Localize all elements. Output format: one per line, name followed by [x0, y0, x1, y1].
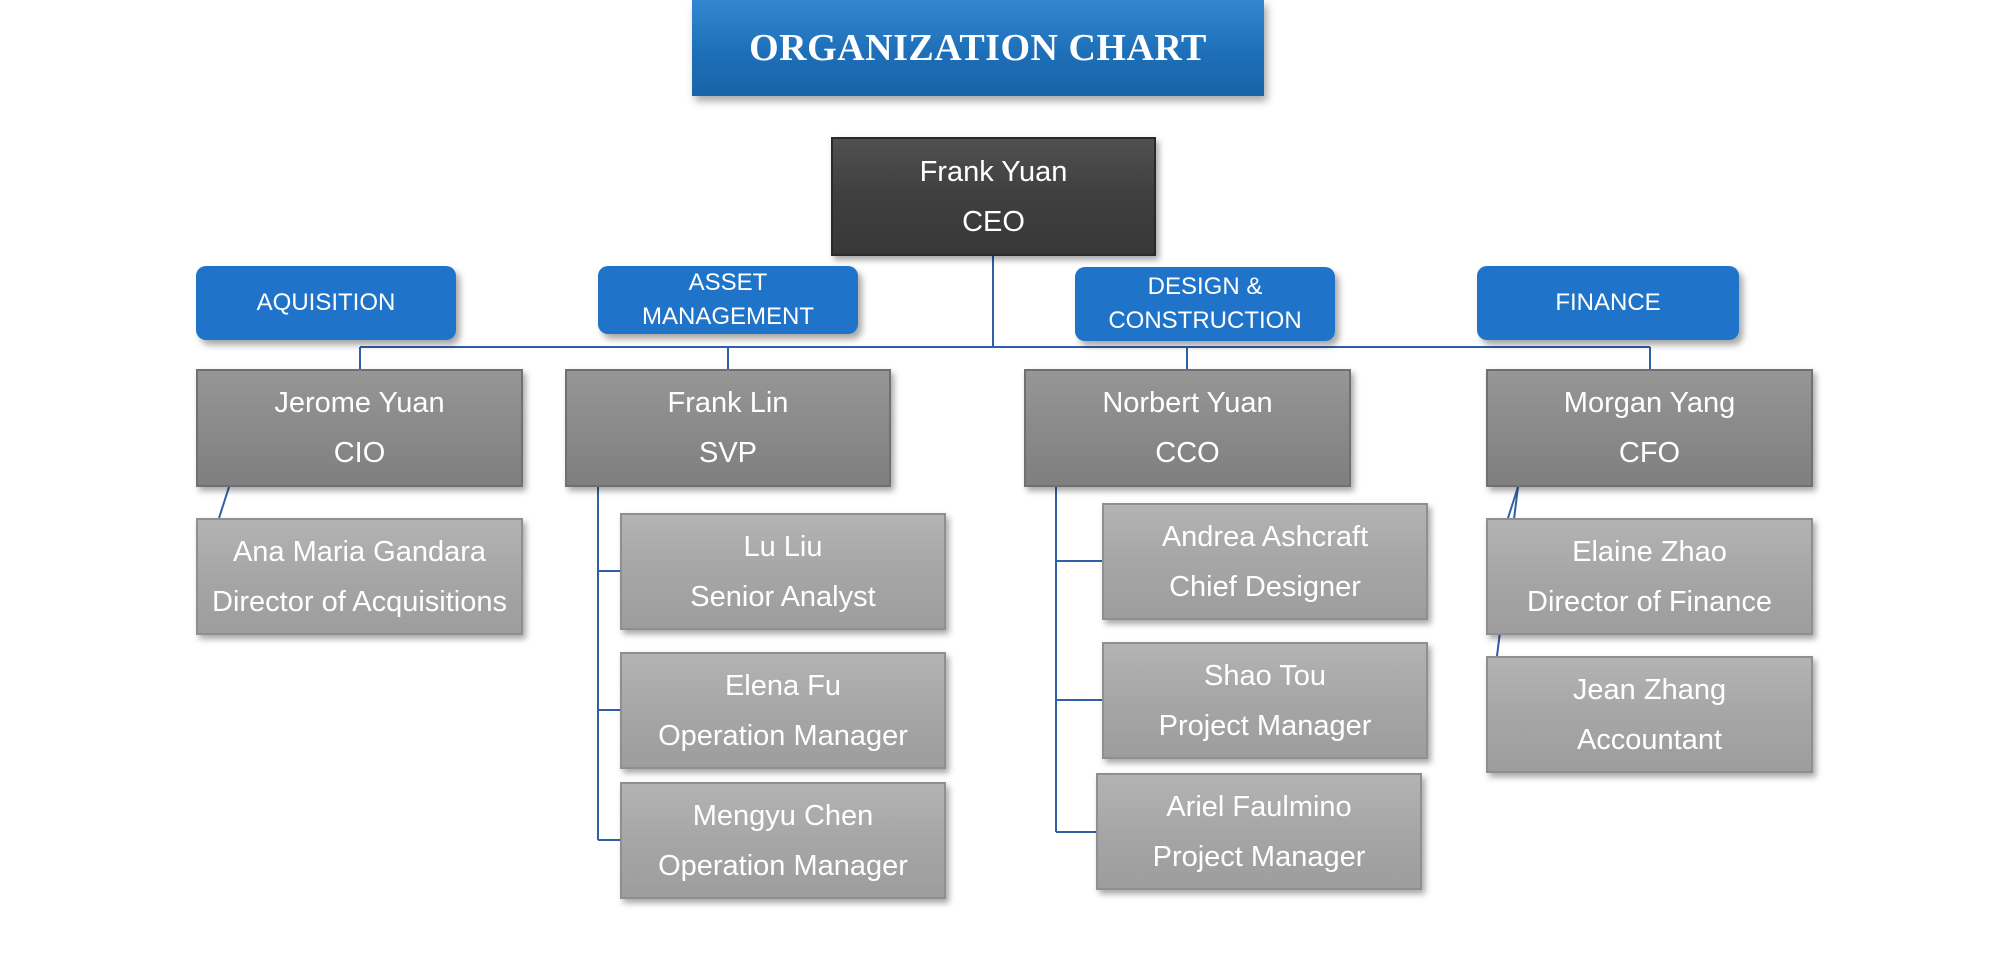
staff-box: Ana Maria Gandara Director of Acquisitio… [196, 518, 523, 635]
head-box-cco: Norbert Yuan CCO [1024, 369, 1351, 487]
person-role: Operation Manager [658, 849, 908, 882]
department-label-line: CONSTRUCTION [1108, 307, 1302, 334]
department-label-line: FINANCE [1555, 289, 1661, 316]
person-name: Elena Fu [724, 669, 842, 702]
person-name: Andrea Ashcraft [1161, 520, 1369, 553]
department-label-line: AQUISITION [256, 289, 396, 316]
department-label-line: ASSET [688, 269, 768, 296]
person-role: CCO [1155, 437, 1220, 469]
person-role: Project Manager [1152, 840, 1366, 873]
chart-title: ORGANIZATION CHART [749, 27, 1207, 69]
person-role: Director of Acquisitions [212, 585, 507, 618]
staff-box: Shao Tou Project Manager [1102, 642, 1428, 759]
person-name: Jerome Yuan [274, 387, 445, 419]
person-name: Ariel Faulmino [1166, 790, 1352, 823]
department-label-finance: FINANCE [1477, 266, 1739, 340]
person-role: CFO [1618, 437, 1681, 469]
person-role: SVP [698, 437, 758, 469]
link-cfo-staff-1 [1507, 486, 1519, 519]
person-name: Frank Lin [667, 387, 789, 419]
person-role: CIO [333, 437, 386, 469]
head-box-cfo: Morgan Yang CFO [1486, 369, 1813, 487]
person-role: Senior Analyst [690, 580, 876, 613]
head-box-svp: Frank Lin SVP [565, 369, 891, 487]
person-name: Morgan Yang [1563, 387, 1736, 419]
ceo-name: Frank Yuan [919, 155, 1068, 188]
person-role: Operation Manager [658, 719, 908, 752]
ceo-box: Frank Yuan CEO [831, 137, 1156, 256]
person-role: Director of Finance [1527, 585, 1772, 618]
person-name: Elaine Zhao [1572, 535, 1727, 568]
person-name: Lu Liu [743, 530, 823, 563]
person-role: Chief Designer [1169, 570, 1361, 603]
department-label-design-construction: DESIGN & CONSTRUCTION [1075, 267, 1335, 341]
department-label-line: MANAGEMENT [641, 303, 814, 330]
staff-box: Elena Fu Operation Manager [620, 652, 946, 769]
person-role: Accountant [1576, 723, 1723, 756]
department-label-line: DESIGN & [1147, 273, 1263, 300]
staff-box: Elaine Zhao Director of Finance [1486, 518, 1813, 635]
department-label-acquisition: AQUISITION [196, 266, 456, 340]
staff-box: Lu Liu Senior Analyst [620, 513, 946, 630]
person-name: Ana Maria Gandara [232, 535, 487, 568]
person-name: Jean Zhang [1572, 673, 1727, 706]
ceo-role: CEO [962, 205, 1025, 238]
head-box-cio: Jerome Yuan CIO [196, 369, 523, 487]
chart-title-banner: ORGANIZATION CHART [692, 0, 1264, 96]
staff-box: Mengyu Chen Operation Manager [620, 782, 946, 899]
person-name: Shao Tou [1203, 659, 1327, 692]
person-role: Project Manager [1158, 709, 1372, 742]
link-cio-staff [218, 486, 230, 519]
staff-box: Andrea Ashcraft Chief Designer [1102, 503, 1428, 620]
staff-box: Jean Zhang Accountant [1486, 656, 1813, 773]
department-label-asset-management: ASSET MANAGEMENT [598, 266, 858, 334]
person-name: Norbert Yuan [1102, 387, 1273, 419]
staff-box: Ariel Faulmino Project Manager [1096, 773, 1422, 890]
person-name: Mengyu Chen [692, 799, 874, 832]
